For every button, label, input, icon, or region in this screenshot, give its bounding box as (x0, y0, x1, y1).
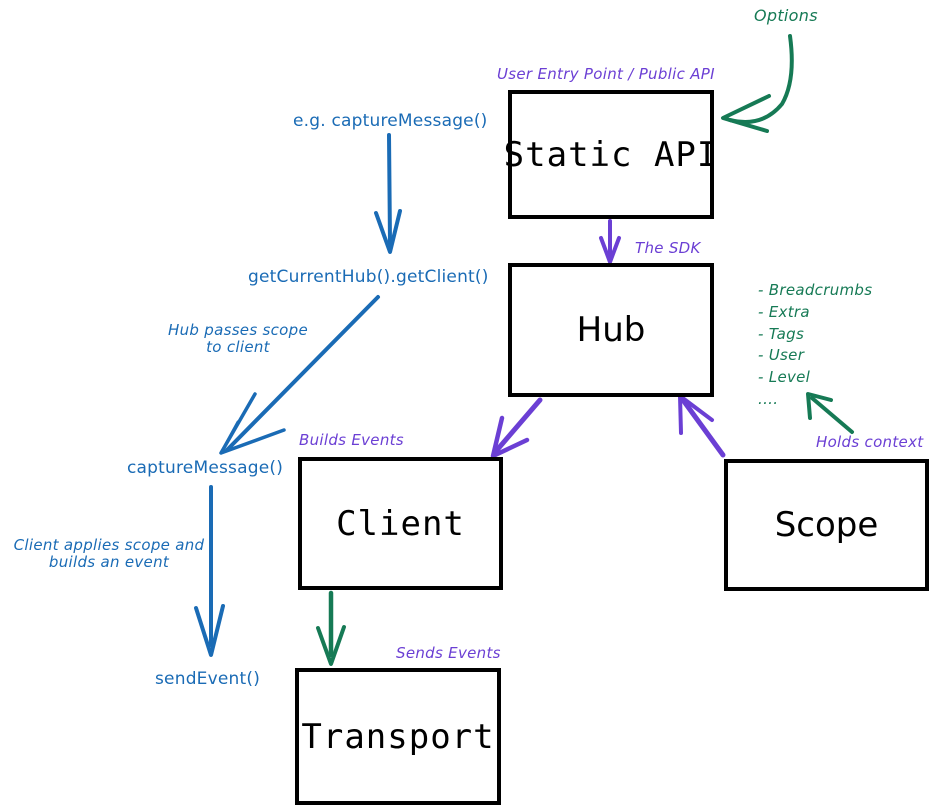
node-client[interactable]: Client (298, 457, 503, 590)
annotation-hub-passes-scope-line-1: Hub passes scope (167, 321, 309, 339)
context-list-item-breadcrumbs: - Breadcrumbs (758, 281, 873, 299)
arrow-scope-to-hub (678, 394, 726, 458)
node-client-label: Client (336, 503, 465, 544)
context-list-item-tags: - Tags (758, 324, 805, 343)
annotation-client-applies-line-2: builds an event (48, 553, 170, 572)
node-hub-label: Hub (576, 310, 646, 350)
context-list-item-level: - Level (758, 368, 811, 386)
annotation-options: Options (754, 6, 818, 25)
context-list-item-user: - User (758, 346, 805, 365)
annotation-the-sdk: The SDK (635, 239, 701, 257)
context-list-item-extra: - Extra (758, 302, 810, 321)
node-scope-label: Scope (774, 505, 879, 545)
annotation-user-entry-point: User Entry Point / Public API (497, 65, 715, 83)
arrow-hub-to-client (490, 397, 543, 459)
node-static-api-label: Static API (503, 134, 719, 175)
annotation-send-event: sendEvent() (155, 669, 261, 689)
node-transport-label: Transport (301, 716, 495, 757)
node-transport[interactable]: Transport (295, 668, 501, 805)
arrow-client-to-transport (316, 590, 346, 666)
annotation-hub-passes-scope-line-2: to client (206, 338, 270, 357)
annotation-hub-passes-scope: Hub passes scope to client (161, 321, 315, 357)
context-list: - Breadcrumbs - Extra - Tags - User - Le… (758, 280, 872, 411)
annotation-holds-context: Holds context (816, 433, 924, 451)
node-static-api[interactable]: Static API (504, 90, 717, 219)
node-scope[interactable]: Scope (724, 459, 929, 591)
node-hub[interactable]: Hub (508, 263, 714, 397)
arrow-static-api-to-hub (599, 219, 621, 264)
annotation-capture-message: captureMessage() (127, 458, 284, 478)
annotation-client-applies-scope: Client applies scope and builds an event (7, 536, 211, 572)
arrow-eg-capture-message (374, 133, 402, 254)
annotation-builds-events: Builds Events (299, 431, 404, 449)
annotation-client-applies-line-1: Client applies scope and (13, 536, 205, 554)
context-list-item-ellipsis: .... (758, 389, 779, 408)
annotation-sends-events: Sends Events (396, 644, 501, 662)
arrow-options-to-static-api (721, 34, 794, 133)
annotation-eg-capture-message: e.g. captureMessage() (293, 111, 488, 131)
annotation-get-current-hub: getCurrentHub().getClient() (248, 267, 489, 287)
